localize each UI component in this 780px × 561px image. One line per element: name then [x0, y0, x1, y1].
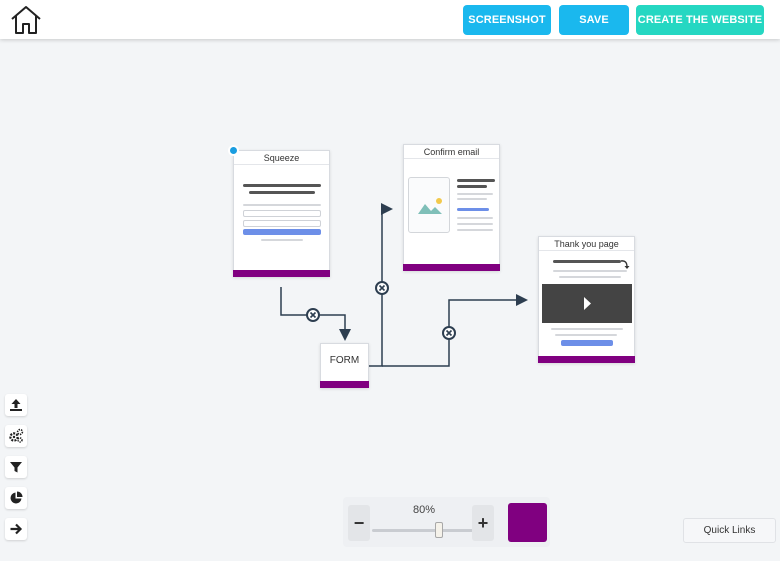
zoom-in-button[interactable]: +: [472, 505, 494, 541]
connector-form-confirm: [369, 203, 393, 367]
curved-arrow-icon: [619, 258, 631, 270]
zoom-slider-thumb[interactable]: [435, 522, 443, 538]
settings-gears-icon[interactable]: [5, 425, 27, 447]
zoom-level-label: 80%: [412, 504, 436, 516]
screenshot-button[interactable]: SCREENSHOT: [463, 5, 551, 35]
color-swatch[interactable]: [508, 503, 547, 542]
remove-connector-icon: [442, 326, 456, 340]
page-card-title: Confirm email: [404, 145, 499, 159]
form-node-label: FORM: [329, 355, 360, 366]
save-button[interactable]: SAVE: [559, 5, 629, 35]
upload-icon[interactable]: [5, 394, 27, 416]
quick-links-button[interactable]: Quick Links: [683, 518, 776, 543]
create-website-button[interactable]: CREATE THE WEBSITE: [636, 5, 764, 35]
page-card-squeeze[interactable]: Squeeze: [233, 150, 330, 277]
page-card-title: Thank you page: [539, 237, 634, 251]
play-icon: [584, 297, 591, 310]
zoom-slider-track[interactable]: [372, 529, 473, 532]
page-card-title: Squeeze: [234, 151, 329, 165]
page-status-icon: [228, 145, 239, 156]
page-card-confirm-email[interactable]: Confirm email: [403, 144, 500, 271]
top-bar: SCREENSHOT SAVE CREATE THE WEBSITE: [0, 0, 780, 39]
filter-icon[interactable]: [5, 456, 27, 478]
remove-connector-icon: [375, 281, 389, 295]
connector-squeeze-form: [280, 287, 351, 341]
image-placeholder-icon: [408, 177, 450, 233]
form-node[interactable]: FORM: [320, 343, 369, 388]
zoom-out-button[interactable]: −: [348, 505, 370, 541]
home-icon[interactable]: [9, 4, 43, 36]
page-card-thank-you[interactable]: Thank you page: [538, 236, 635, 363]
video-placeholder: [542, 284, 632, 323]
connector-form-thankyou: [382, 294, 528, 367]
remove-connector-icon: [306, 308, 320, 322]
pie-chart-icon[interactable]: [5, 487, 27, 509]
arrow-right-icon[interactable]: [5, 518, 27, 540]
